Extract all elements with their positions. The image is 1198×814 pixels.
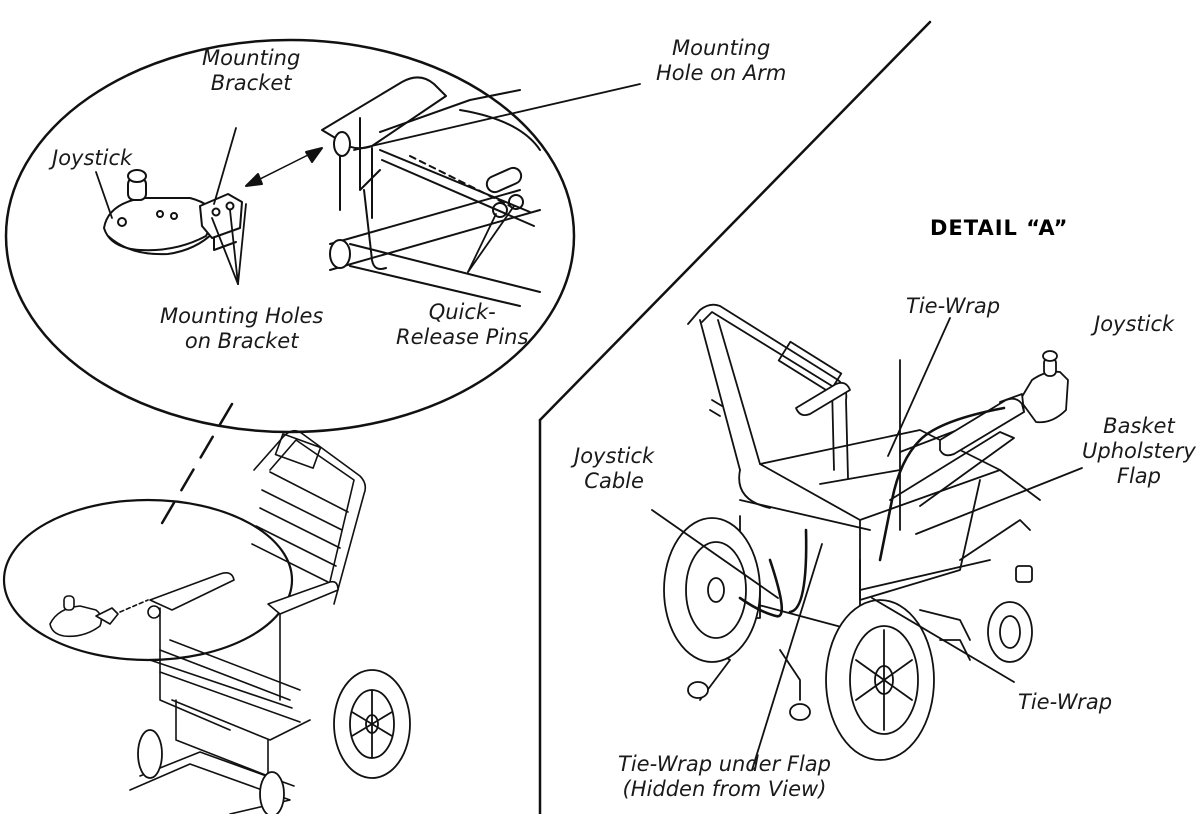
label-joystick-cable: Joystick Cable xyxy=(574,444,655,493)
label-mounting-hole-on-arm: Mounting Hole on Arm xyxy=(656,36,787,85)
mount-arrow xyxy=(245,147,323,187)
wheelchair-icon xyxy=(129,429,367,814)
label-tie-wrap-bottom: Tie-Wrap xyxy=(1018,690,1113,714)
joystick-icon xyxy=(103,169,215,256)
callout-leaders xyxy=(95,83,641,285)
dashed-connector xyxy=(156,402,234,532)
label-joystick-top: Joystick xyxy=(52,146,133,170)
joystick-cable xyxy=(738,406,1006,618)
small-joystick-icon xyxy=(49,595,149,638)
small-ellipse xyxy=(2,498,294,662)
label-tie-wrap-under-flap: Tie-Wrap under Flap (Hidden from View) xyxy=(618,752,831,801)
detail-ellipse xyxy=(4,38,576,434)
detail-wheels-icon xyxy=(663,517,1033,761)
armrest-icon xyxy=(321,76,541,307)
detail-a-title: DETAIL “A” xyxy=(930,216,1069,240)
label-mounting-holes-on-bracket: Mounting Holes on Bracket xyxy=(160,304,324,353)
label-quick-release-pins: Quick- Release Pins xyxy=(396,300,529,349)
label-tie-wrap-top: Tie-Wrap xyxy=(906,294,1001,318)
detail-armrest-icon xyxy=(795,381,1025,457)
label-mounting-bracket: Mounting Bracket xyxy=(202,46,301,95)
label-basket-upholstery-flap: Basket Upholstery Flap xyxy=(1082,414,1196,488)
label-joystick-detail: Joystick xyxy=(1094,312,1175,336)
detail-leaders xyxy=(651,317,1083,771)
wheel-icon xyxy=(137,669,411,814)
divider-diagonal xyxy=(538,20,932,422)
